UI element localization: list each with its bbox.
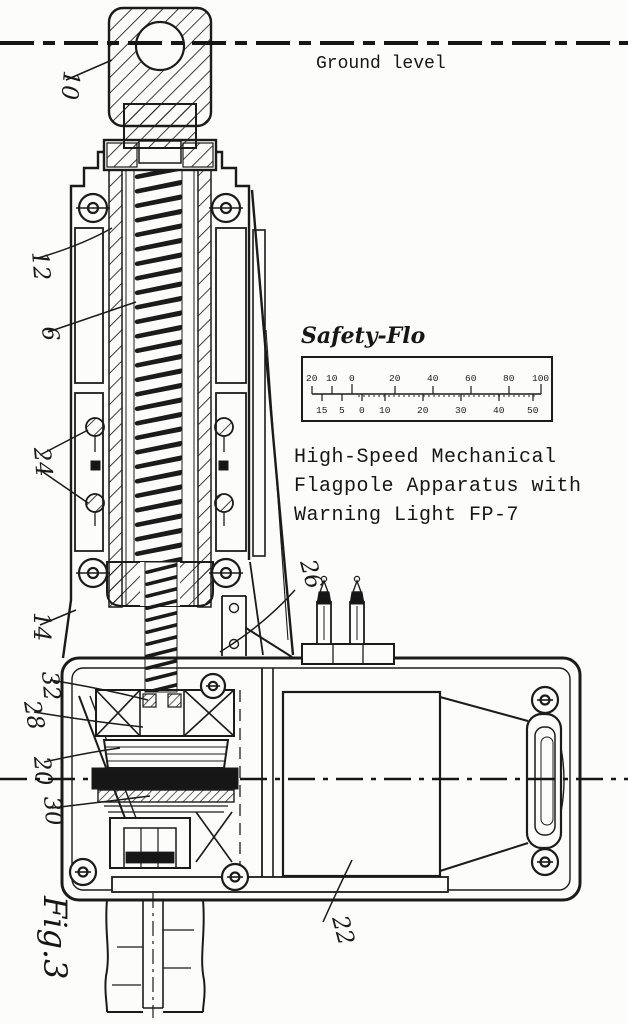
pole-column-assembly	[61, 6, 295, 693]
callout-28: 28	[18, 698, 49, 732]
scale-top-3: 20	[389, 373, 401, 384]
switch-bracket	[221, 595, 293, 658]
ground-level-label: Ground level	[316, 54, 446, 74]
worm-gear	[91, 739, 239, 813]
bolt-pockets	[74, 392, 247, 552]
callout-20: 20	[28, 754, 57, 786]
scale-top-1: 10	[326, 373, 338, 384]
scale-bottom-5: 30	[455, 405, 467, 416]
brand-logo-text: Safety-Flo	[301, 323, 425, 349]
pole-tube-wall	[108, 149, 123, 608]
base-plate	[111, 876, 449, 893]
warning-light-terminals	[301, 575, 395, 665]
title-line-1: High-Speed Mechanical	[294, 446, 557, 469]
callout-22: 22	[326, 912, 359, 948]
title-line-2: Flagpole Apparatus with	[294, 475, 582, 498]
callout-32: 32	[36, 670, 64, 701]
pole-tube-wall	[197, 149, 212, 608]
scale-top-4: 40	[427, 373, 439, 384]
motor	[281, 690, 565, 878]
callout-labels: 10 12 6 24 14 32 28 20 30 26 22	[18, 69, 359, 947]
scale-bottom-7: 50	[527, 405, 539, 416]
scale-top-labels: 20 10 0 20 40 60 80 100	[306, 373, 549, 384]
scale-top-6: 80	[503, 373, 515, 384]
scale-top-7: 100	[532, 373, 549, 384]
callout-12: 12	[26, 250, 54, 281]
scale-bottom-4: 20	[417, 405, 429, 416]
cover-screw-bosses	[76, 192, 243, 589]
scale-bottom-labels: 15 5 0 10 20 30 40 50	[316, 405, 539, 416]
scale-bar: 20 10 0 20 40 60 80 100 15 5 0 10 20 30 …	[301, 356, 553, 422]
callout-24: 24	[28, 445, 57, 477]
scale-bottom-2: 0	[359, 405, 365, 416]
lead-screw	[133, 149, 183, 563]
title-line-3: Warning Light FP-7	[294, 504, 519, 527]
lead-screw-lower	[144, 561, 178, 693]
housing-screw-bosses	[68, 672, 560, 892]
terminal-post	[349, 575, 365, 645]
scale-bottom-6: 40	[493, 405, 505, 416]
scale-top-5: 60	[465, 373, 477, 384]
scale-bottom-1: 5	[339, 405, 345, 416]
callout-30: 30	[38, 795, 66, 826]
callout-10: 10	[55, 69, 83, 100]
scale-top-2: 0	[349, 373, 355, 384]
scale-top-0: 20	[306, 373, 318, 384]
coupling-block	[109, 817, 191, 869]
callout-14: 14	[28, 612, 54, 641]
lower-conduit-pipe	[104, 893, 206, 1018]
scale-bottom-3: 10	[379, 405, 391, 416]
callout-6: 6	[36, 325, 63, 342]
clevis-tang	[107, 6, 213, 149]
figure-number-label: Fig.3	[36, 895, 74, 979]
gearbox-housing	[60, 575, 582, 902]
figure-title: High-Speed Mechanical Flagpole Apparatus…	[294, 446, 582, 527]
terminal-post	[316, 575, 332, 645]
callout-leaders	[33, 59, 353, 923]
scale-bottom-0: 15	[316, 405, 328, 416]
